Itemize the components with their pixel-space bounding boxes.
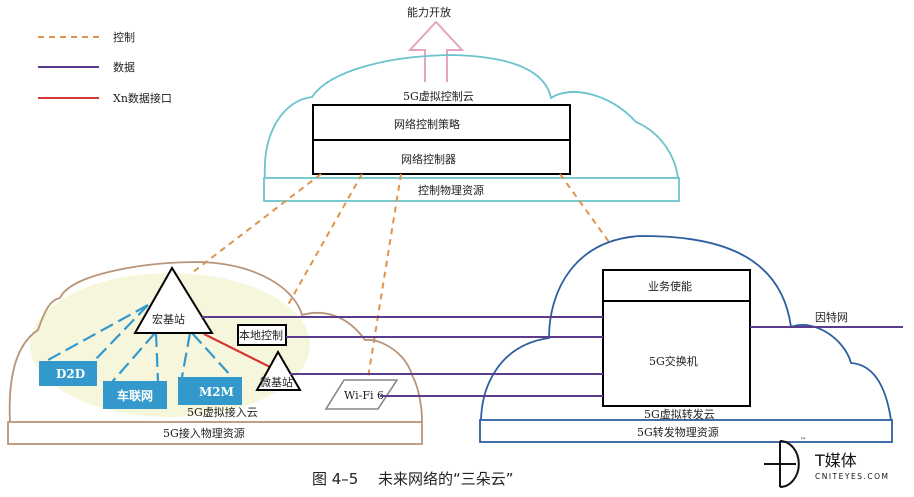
control-link-local xyxy=(275,173,363,327)
device-d2d xyxy=(39,361,97,386)
network-controller-label: 网络控制器 xyxy=(401,152,456,166)
legend-data-label: 数据 xyxy=(113,60,135,74)
service-enablement-label: 业务使能 xyxy=(648,279,692,293)
control-link-macro xyxy=(179,173,322,283)
watermark-logo: ™ T媒体 CNITEYES.COM xyxy=(764,437,889,488)
forward-cloud: 5G转发物理资源 5G虚拟转发云 业务使能 5G交换机 因特网 xyxy=(479,235,893,443)
macro-station-icon xyxy=(133,266,214,334)
device-link-car-1 xyxy=(111,332,156,383)
network-controller-box xyxy=(312,139,571,175)
legend: 控制 数据 Xn数据接口 xyxy=(38,30,172,105)
control-cloud-label: 5G虚拟控制云 xyxy=(403,89,474,103)
local-control-box xyxy=(237,324,287,346)
control-link-wifi xyxy=(366,173,402,385)
device-m2m-label: M2M xyxy=(199,385,234,399)
legend-xn-label: Xn数据接口 xyxy=(113,91,172,105)
capability-label: 能力开放 xyxy=(407,5,451,19)
logo-tm: ™ xyxy=(800,437,806,444)
control-cloud: 控制物理资源 5G虚拟控制云 网络控制策略 网络控制器 xyxy=(263,54,680,202)
figure-number: 图 4–5 xyxy=(312,470,358,488)
forward-cloud-label: 5G虚拟转发云 xyxy=(644,407,715,421)
device-connected-car xyxy=(103,381,167,409)
device-m2m xyxy=(178,377,242,405)
access-cloud: 5G接入物理资源 5G虚拟接入云 D2D 车联网 M2M 宏基站 本地控制 微基… xyxy=(7,261,423,445)
access-cloud-outline xyxy=(8,261,423,423)
5g-switch-label: 5G交换机 xyxy=(649,354,698,368)
service-enablement-box xyxy=(602,269,751,302)
micro-station-icon xyxy=(255,349,302,391)
device-link-d2d-2 xyxy=(94,304,149,361)
wifi-6-label: Wi-Fi 6 xyxy=(344,389,384,402)
wifi-6-icon xyxy=(324,379,399,410)
access-physical-resource xyxy=(7,421,423,445)
access-cloud-label: 5G虚拟接入云 xyxy=(187,405,258,419)
control-physical-resource-label: 控制物理资源 xyxy=(418,183,484,197)
logo-site: CNITEYES.COM xyxy=(815,472,889,481)
legend-control-label: 控制 xyxy=(113,30,135,44)
access-physical-resource-label: 5G接入物理资源 xyxy=(163,426,245,440)
xn-link xyxy=(203,333,271,368)
forward-cloud-outline xyxy=(480,235,892,421)
control-links xyxy=(179,173,610,385)
figure-title: 未来网络的“三朵云” xyxy=(378,470,514,488)
logo-brand: T媒体 xyxy=(814,451,857,470)
device-link-car-2 xyxy=(154,332,160,383)
macro-station-label: 宏基站 xyxy=(152,312,185,326)
data-links xyxy=(202,316,903,397)
5g-switch-box xyxy=(602,300,751,407)
device-d2d-label: D2D xyxy=(56,367,85,381)
capability-arrow-icon xyxy=(407,20,465,82)
control-link-forward xyxy=(559,173,610,243)
forward-physical-resource-label: 5G转发物理资源 xyxy=(637,425,719,439)
control-cloud-outline xyxy=(263,54,679,181)
forward-physical-resource xyxy=(479,419,893,443)
device-link-m2m-2 xyxy=(191,332,233,378)
internet-label: 因特网 xyxy=(815,310,848,324)
local-control-label: 本地控制 xyxy=(239,328,283,342)
device-links xyxy=(47,304,233,383)
micro-station-label: 微基站 xyxy=(260,375,293,389)
device-link-m2m-1 xyxy=(180,332,192,378)
network-control-policy-label: 网络控制策略 xyxy=(394,117,460,131)
logo-mark-icon xyxy=(764,440,800,488)
device-connected-car-label: 车联网 xyxy=(117,388,153,403)
